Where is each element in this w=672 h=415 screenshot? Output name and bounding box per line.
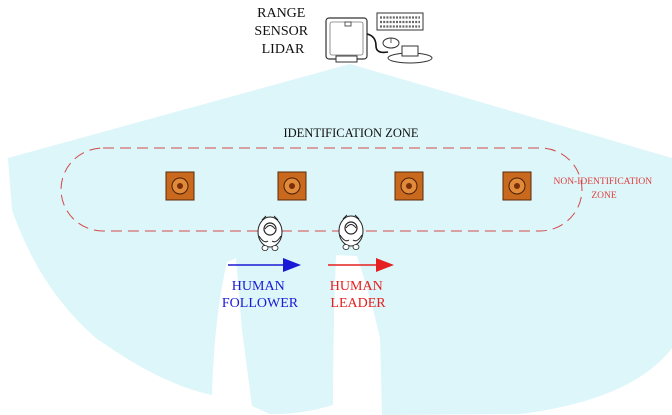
leader-label-line-1: HUMAN — [330, 279, 383, 294]
keyboard-icon — [376, 12, 424, 31]
non-identification-line-2: ZONE — [591, 191, 617, 201]
sensor-label-line-1: RANGE — [257, 6, 305, 21]
target-marker-icon — [394, 171, 424, 201]
mousepad-icon — [387, 45, 433, 64]
follower-label-line-1: HUMAN — [232, 279, 285, 294]
follower-direction-arrow — [228, 258, 301, 272]
mouse-icon — [382, 37, 400, 49]
target-marker-icon — [165, 171, 195, 201]
non-identification-zone-label: NON-IDENTIFICATION ZONE — [553, 177, 654, 201]
sensor-cable — [366, 33, 389, 54]
non-identification-line-1: NON-IDENTIFICATION — [553, 177, 652, 187]
leader-direction-arrow — [328, 258, 394, 272]
human-follower-label: HUMAN FOLLOWER — [222, 279, 299, 311]
human-leader-label: HUMAN LEADER — [330, 279, 386, 311]
leader-label-line-2: LEADER — [330, 296, 386, 311]
target-marker-icon — [502, 171, 532, 201]
lidar-sensor-icon — [325, 17, 368, 63]
range-sensor-lidar-label: RANGE SENSOR LIDAR — [254, 6, 311, 57]
human-follower-icon — [257, 215, 283, 251]
sensor-label-line-3: LIDAR — [262, 42, 305, 57]
sensor-label-line-2: SENSOR — [254, 24, 308, 39]
follower-label-line-2: FOLLOWER — [222, 296, 299, 311]
identification-zone-label: IDENTIFICATION ZONE — [283, 126, 418, 140]
lidar-scan-area — [8, 64, 672, 415]
target-marker-icon — [277, 171, 307, 201]
human-leader-icon — [338, 214, 364, 250]
identification-zone-boundary — [60, 147, 583, 232]
computer-icon — [376, 12, 433, 64]
